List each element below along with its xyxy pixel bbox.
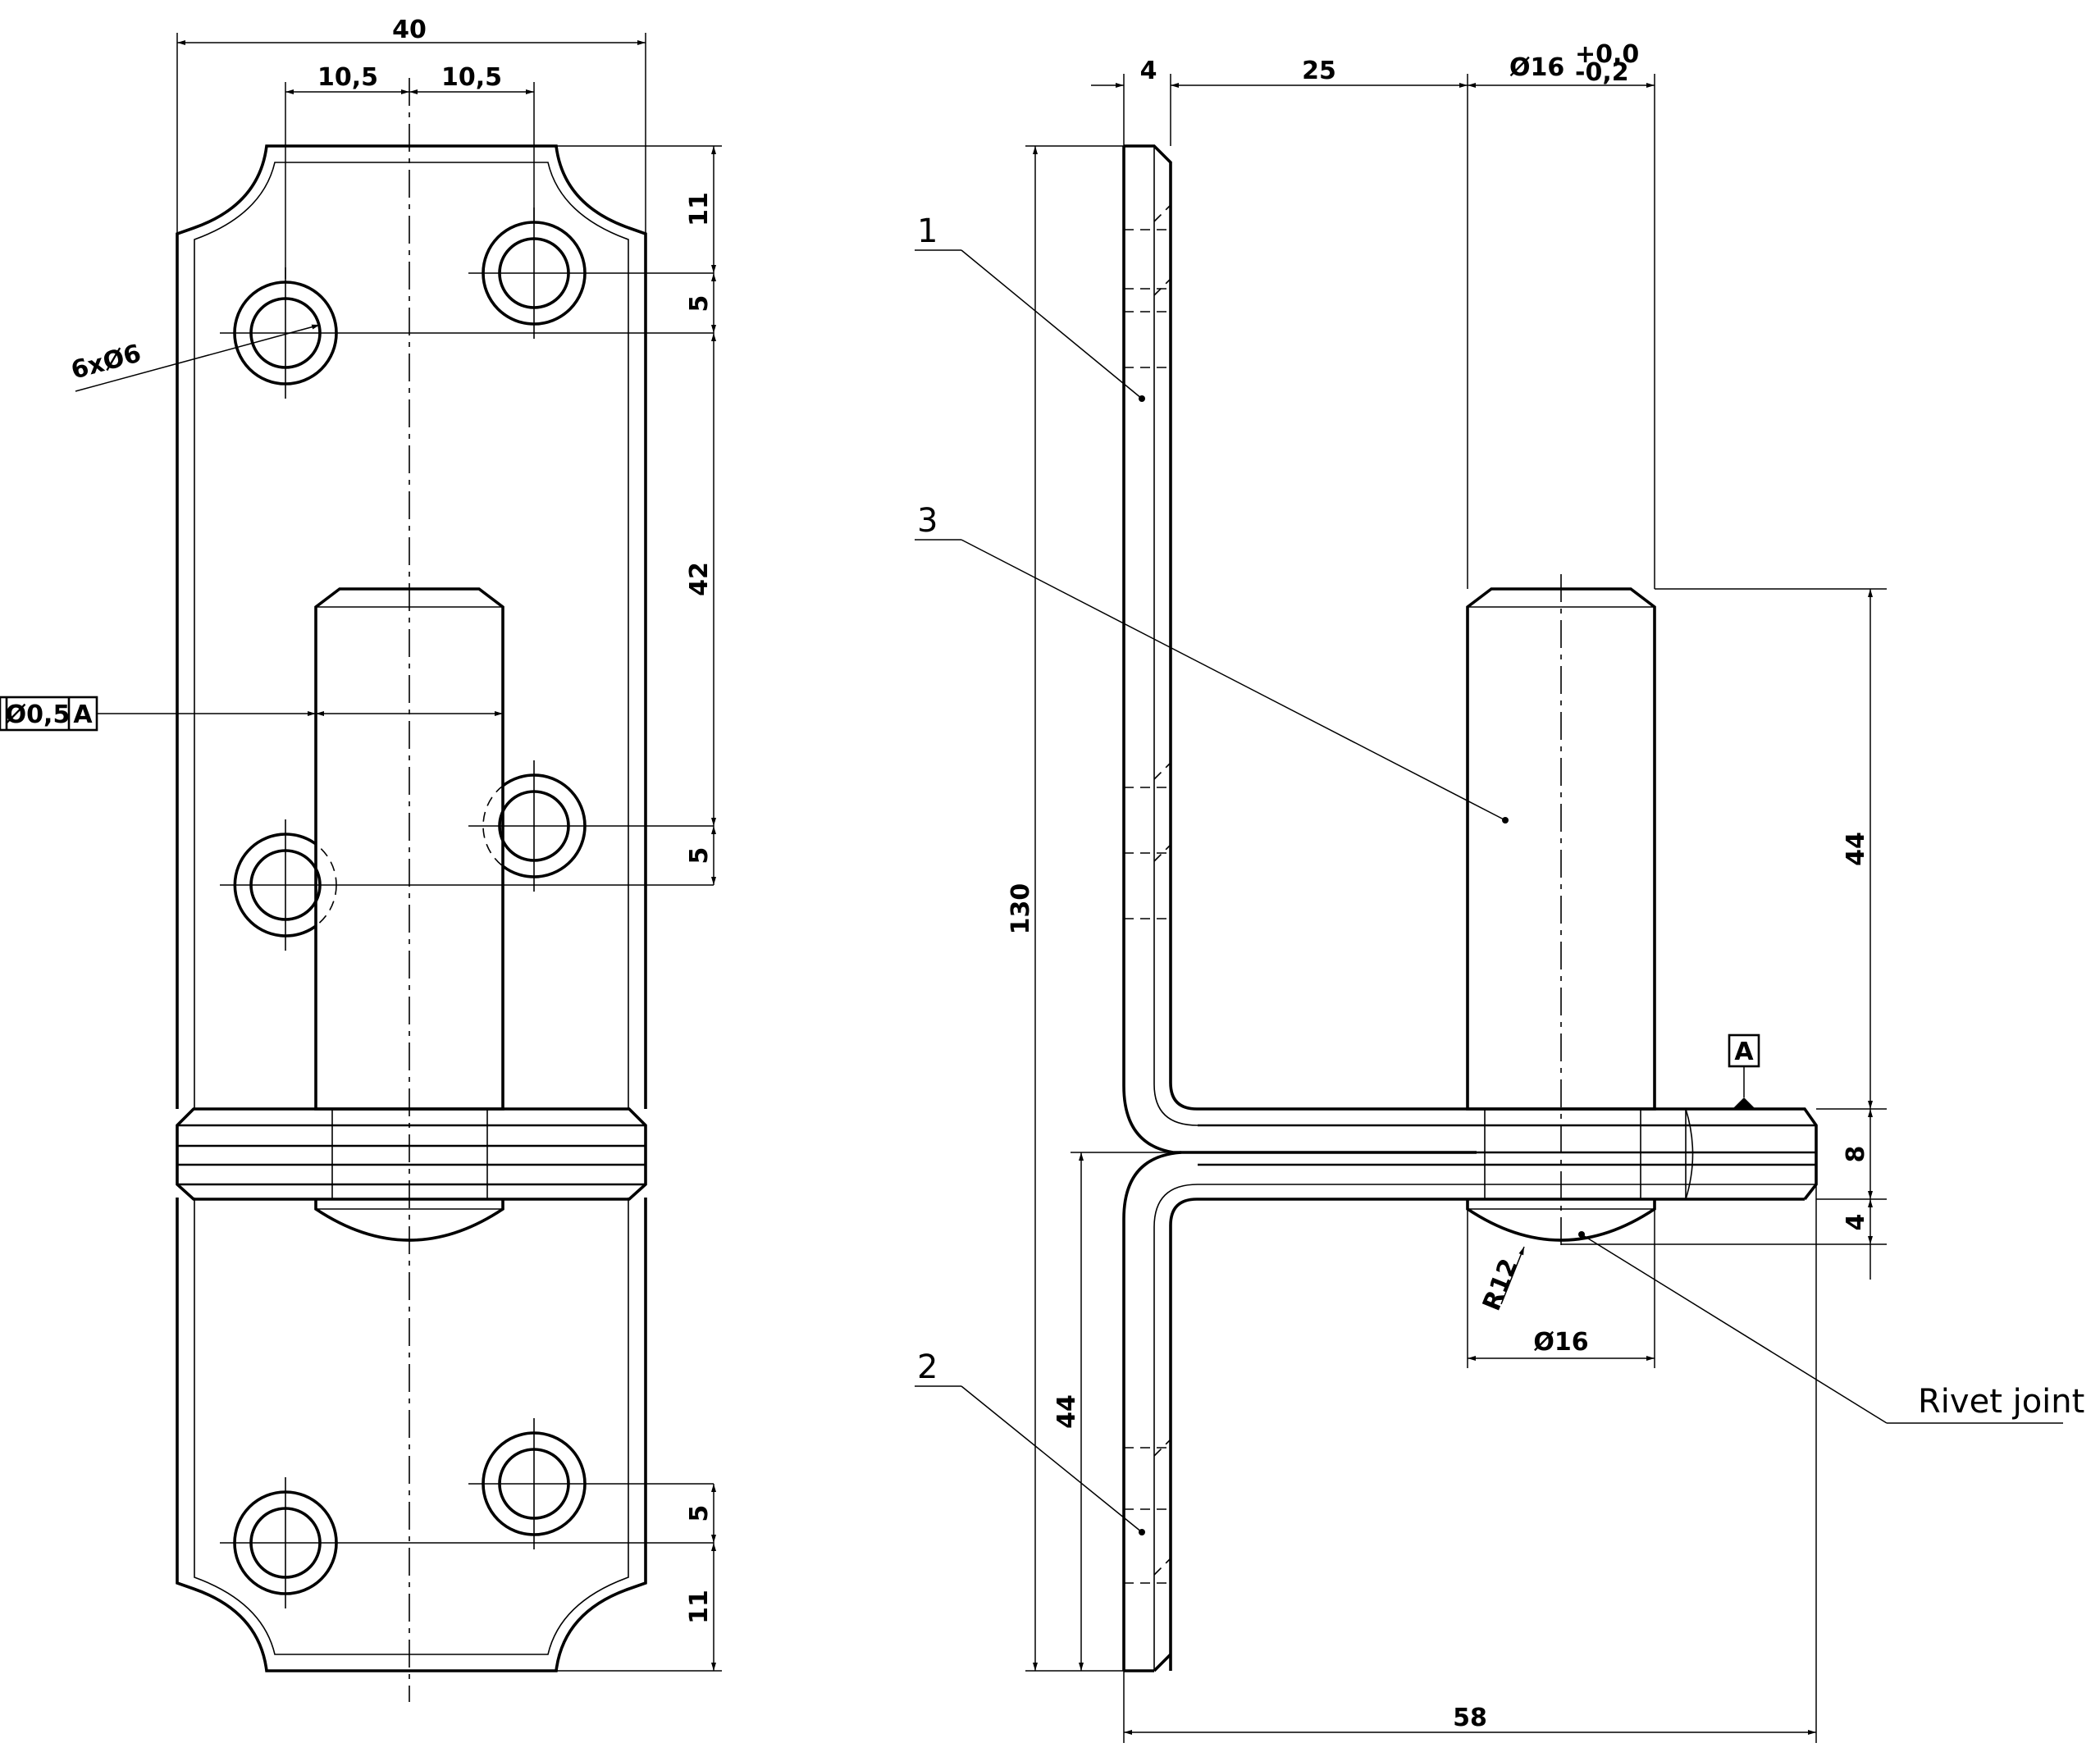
dim-hole-spacing: 42 bbox=[685, 562, 714, 596]
hole-mid-left bbox=[220, 819, 714, 951]
side-view: A 4 25 Ø16 +0,0 -0,2 130 44 bbox=[915, 40, 2084, 1743]
dim-offset: 25 bbox=[1302, 57, 1336, 85]
tolerance-datum: A bbox=[73, 700, 93, 729]
dim-knuckle: 8 bbox=[1842, 1146, 1870, 1163]
lower-leaf bbox=[1122, 1151, 1182, 1671]
knuckle bbox=[176, 1107, 647, 1201]
upper-leaf-back bbox=[1122, 146, 1477, 1154]
dim-pin-tol-lower: -0,2 bbox=[1575, 58, 1629, 87]
dim-hole-offset-top: 5 bbox=[685, 295, 714, 313]
front-view: 40 10,5 10,5 11 5 42 5 5 11 6xØ bbox=[0, 16, 722, 1702]
hidden-holes-side bbox=[1124, 204, 1171, 1584]
hole-upper-right bbox=[468, 208, 714, 339]
tolerance-frame: Ø0,5 A bbox=[0, 696, 98, 732]
dim-head-height: 4 bbox=[1842, 1214, 1870, 1231]
hole-lower-left bbox=[220, 1477, 714, 1608]
dim-hole-offset-bottom: 5 bbox=[685, 1505, 714, 1522]
dim-head-dia: Ø16 bbox=[1533, 1328, 1588, 1357]
part-labels: 1 3 2 Rivet joint bbox=[915, 212, 2084, 1535]
label-part-2: 2 bbox=[917, 1348, 938, 1386]
upper-leaf bbox=[1124, 144, 1818, 1201]
dim-pin-tol-upper: +0,0 bbox=[1575, 40, 1639, 69]
dim-left-offset: 10,5 bbox=[317, 63, 378, 92]
hole-lower-right bbox=[468, 1418, 714, 1549]
pin-side bbox=[1466, 574, 1656, 1247]
dim-right-offset: 10,5 bbox=[441, 63, 502, 92]
label-part-3: 3 bbox=[917, 502, 938, 540]
upper-leaf-inner bbox=[1153, 146, 1477, 1126]
dim-radius: R12 bbox=[1477, 1255, 1524, 1315]
dim-bottom-edge: 11 bbox=[685, 1590, 714, 1624]
dim-overall-height: 130 bbox=[1007, 883, 1035, 935]
label-rivet-joint: Rivet joint bbox=[1918, 1383, 2084, 1421]
lower-plate-inner bbox=[194, 1198, 629, 1655]
tolerance-value: Ø0,5 bbox=[6, 700, 71, 729]
lower-plate-outline bbox=[176, 1198, 647, 1672]
lower-leaf-front bbox=[1169, 1198, 1805, 1671]
dim-overall-length: 58 bbox=[1453, 1704, 1487, 1732]
dim-lower-height: 44 bbox=[1052, 1394, 1081, 1429]
dim-top-edge: 11 bbox=[685, 192, 714, 226]
label-part-1: 1 bbox=[917, 212, 938, 250]
lower-leaf-inner bbox=[1153, 1184, 1816, 1671]
upper-plate-outline bbox=[176, 144, 647, 1109]
upper-plate-inner bbox=[194, 162, 629, 1109]
hole-mid-right bbox=[468, 760, 714, 892]
side-dimensions: 4 25 Ø16 +0,0 -0,2 130 44 44 8 bbox=[1007, 40, 1887, 1743]
dim-pin-height: 44 bbox=[1842, 832, 1870, 866]
dim-holes-callout: 6xØ6 bbox=[68, 340, 144, 386]
dim-hole-offset-mid: 5 bbox=[685, 847, 714, 865]
dim-overall-width: 40 bbox=[392, 16, 427, 44]
front-dimensions: 40 10,5 10,5 11 5 42 5 5 11 6xØ bbox=[68, 16, 722, 1672]
dim-pin-dia: Ø16 bbox=[1509, 53, 1564, 82]
mounting-holes bbox=[220, 208, 714, 1608]
datum-a-label: A bbox=[1734, 1038, 1754, 1066]
hole-upper-left bbox=[220, 267, 714, 399]
dim-thickness: 4 bbox=[1140, 57, 1157, 85]
datum-a: A bbox=[1728, 1033, 1760, 1109]
